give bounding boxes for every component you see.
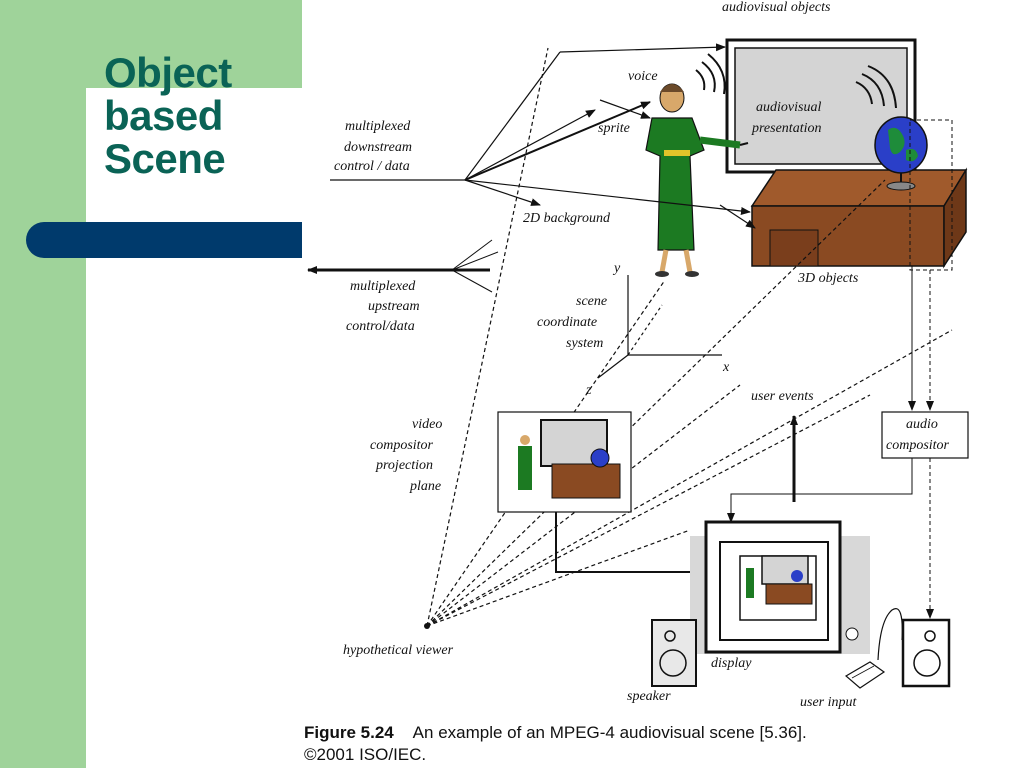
label-scene-coordinate-system: coordinate	[537, 315, 597, 330]
title-line: based	[104, 91, 223, 139]
label-video-compositor: plane	[409, 479, 441, 494]
audio-flow-lines	[727, 266, 934, 619]
blue-accent-bar	[26, 222, 302, 258]
label-scene-coordinate-system: system	[566, 336, 603, 351]
mpeg4-scene-diagram: audiovisual objects voice sprite audiovi…	[307, 0, 969, 710]
slide-title: Object based Scene	[104, 49, 232, 182]
compositor-to-display-line	[555, 512, 706, 576]
desk-3d-object	[750, 167, 968, 269]
label-video-compositor: video	[412, 417, 442, 432]
display-monitor	[690, 520, 870, 654]
figure-number: Figure 5.24	[304, 723, 394, 742]
title-card	[86, 88, 302, 222]
label-voice: voice	[628, 69, 658, 84]
label-3d-objects: 3D objects	[797, 271, 859, 286]
label-scene-coordinate-system: scene	[576, 294, 607, 309]
label-mux-upstream: multiplexed	[350, 279, 416, 294]
label-mux-downstream: downstream	[344, 140, 412, 155]
label-2d-background: 2D background	[523, 211, 611, 226]
globe-3d-object	[874, 116, 928, 191]
speaker-right	[901, 618, 951, 688]
top-green-band	[86, 0, 302, 88]
label-user-input: user input	[800, 695, 858, 710]
speaker-left	[651, 619, 697, 687]
label-av-presentation: presentation	[751, 121, 821, 136]
caption-line: Figure 5.24 An example of an MPEG-4 audi…	[304, 722, 807, 744]
label-video-compositor: compositor	[370, 438, 434, 453]
label-user-events: user events	[751, 389, 814, 404]
label-axis-x: x	[722, 360, 730, 375]
label-audio-compositor: audio	[906, 417, 938, 432]
label-mux-downstream: control / data	[334, 159, 410, 174]
voice-sound-waves	[695, 53, 897, 109]
label-axis-z: z	[585, 383, 592, 398]
label-mux-upstream: control/data	[346, 319, 415, 334]
label-av-presentation: audiovisual	[756, 100, 821, 115]
label-audio-compositor: compositor	[886, 438, 950, 453]
title-line: Scene	[104, 134, 226, 182]
caption-copyright: ©2001 ISO/IEC.	[304, 745, 427, 764]
label-axis-y: y	[612, 261, 621, 276]
presenter-sprite	[645, 83, 749, 277]
audio-compositor-box	[881, 411, 969, 459]
label-hypothetical-viewer: hypothetical viewer	[343, 643, 454, 658]
upstream-mux-lines	[307, 239, 499, 293]
user-input-device	[844, 608, 903, 689]
hypothetical-viewer-point	[424, 623, 430, 629]
label-video-compositor: projection	[375, 458, 433, 473]
label-sprite: sprite	[598, 121, 630, 136]
scene-coordinate-axes	[597, 275, 722, 379]
video-compositor-plane	[497, 411, 632, 513]
title-line: Object	[104, 49, 232, 96]
caption-text: An example of an MPEG-4 audiovisual scen…	[412, 723, 807, 742]
label-audiovisual-objects: audiovisual objects	[722, 0, 831, 15]
label-display: display	[711, 656, 752, 671]
label-mux-upstream: upstream	[368, 299, 420, 314]
objects-dashed-frame	[909, 119, 953, 271]
label-speaker: speaker	[627, 689, 671, 704]
left-green-band	[0, 0, 86, 768]
figure-caption: Figure 5.24 An example of an MPEG-4 audi…	[304, 722, 807, 766]
projection-rays	[426, 47, 953, 627]
label-mux-downstream: multiplexed	[345, 119, 411, 134]
downstream-demux-lines	[330, 43, 756, 229]
